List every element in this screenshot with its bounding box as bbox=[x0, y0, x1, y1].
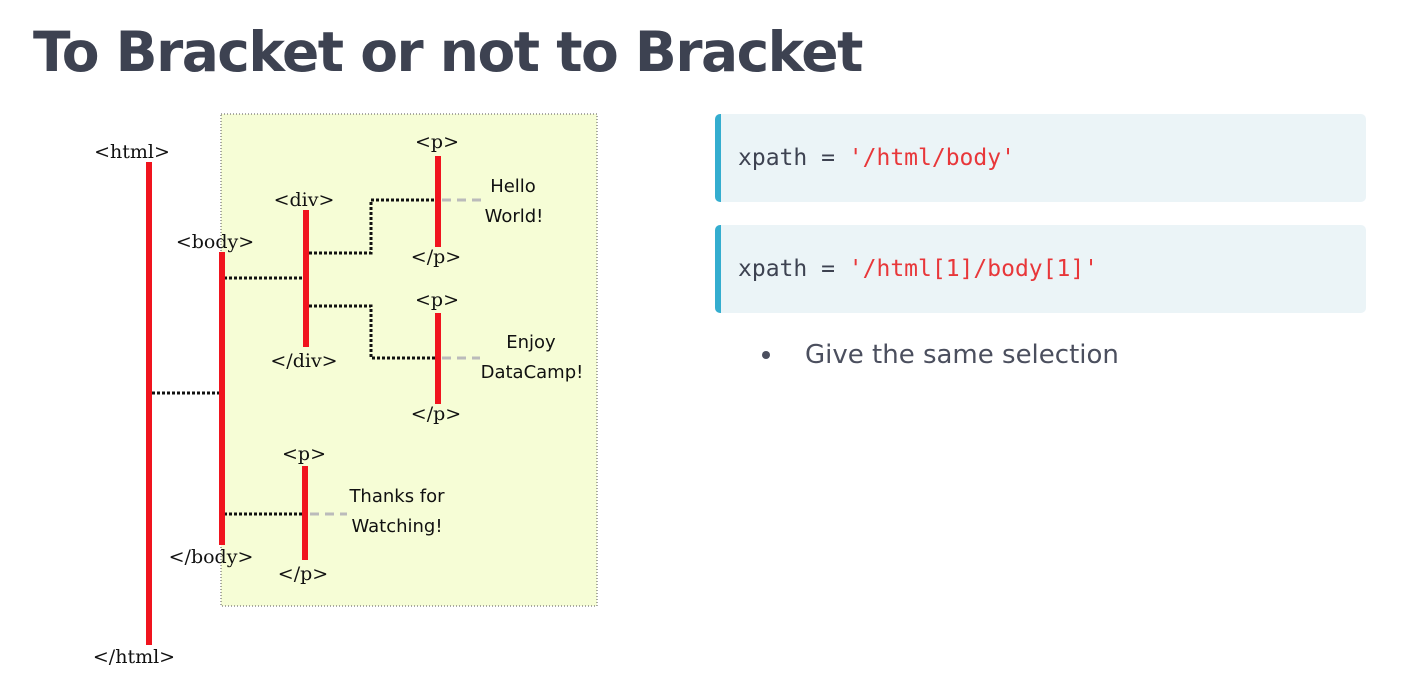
html-tree-diagram: <html> </html> <body> </body> <div> </di… bbox=[93, 113, 598, 668]
p2-text-line1: Enjoy bbox=[506, 332, 556, 353]
p1-text-line1: Hello bbox=[490, 176, 536, 197]
p2-element-bar bbox=[435, 313, 441, 404]
div-close-tag: </div> bbox=[270, 350, 337, 372]
bullet-list: Give the same selection bbox=[760, 340, 1119, 370]
connector-div-p1 bbox=[309, 198, 437, 255]
div-open-tag: <div> bbox=[274, 189, 335, 211]
bullet-dot-icon bbox=[762, 351, 770, 359]
code-string: '/html[1]/body[1]' bbox=[848, 256, 1099, 282]
p1-text-line2: World! bbox=[485, 206, 544, 227]
bullet-item: Give the same selection bbox=[760, 340, 1119, 370]
code-prefix: xpath = bbox=[738, 256, 849, 282]
body-region bbox=[220, 113, 598, 607]
code-string: '/html/body' bbox=[848, 145, 1015, 171]
body-element-bar bbox=[219, 252, 225, 545]
p3-element-bar bbox=[302, 466, 308, 560]
div-element-bar bbox=[303, 210, 309, 347]
body-close-tag: </body> bbox=[169, 546, 254, 568]
xpath-code-block-2: xpath = '/html[1]/body[1]' bbox=[715, 225, 1366, 313]
p3-text-line2: Watching! bbox=[351, 516, 442, 537]
html-close-tag: </html> bbox=[93, 646, 175, 668]
p3-text-line1: Thanks for bbox=[348, 486, 445, 507]
p2-open-tag: <p> bbox=[415, 289, 459, 311]
html-open-tag: <html> bbox=[94, 141, 170, 163]
p3-open-tag: <p> bbox=[282, 443, 326, 465]
p1-open-tag: <p> bbox=[415, 131, 459, 153]
p2-close-tag: </p> bbox=[411, 403, 461, 425]
p1-close-tag: </p> bbox=[411, 246, 461, 268]
xpath-code-block-1: xpath = '/html/body' bbox=[715, 114, 1366, 202]
bullet-text: Give the same selection bbox=[805, 340, 1119, 370]
p3-close-tag: </p> bbox=[278, 563, 328, 585]
body-open-tag: <body> bbox=[176, 231, 254, 253]
connector-div-p2 bbox=[309, 304, 437, 360]
code-prefix: xpath = bbox=[738, 145, 849, 171]
p1-element-bar bbox=[435, 156, 441, 247]
slide-title: To Bracket or not to Bracket bbox=[33, 20, 863, 84]
html-element-bar bbox=[146, 162, 152, 645]
p2-text-line2: DataCamp! bbox=[481, 362, 584, 383]
